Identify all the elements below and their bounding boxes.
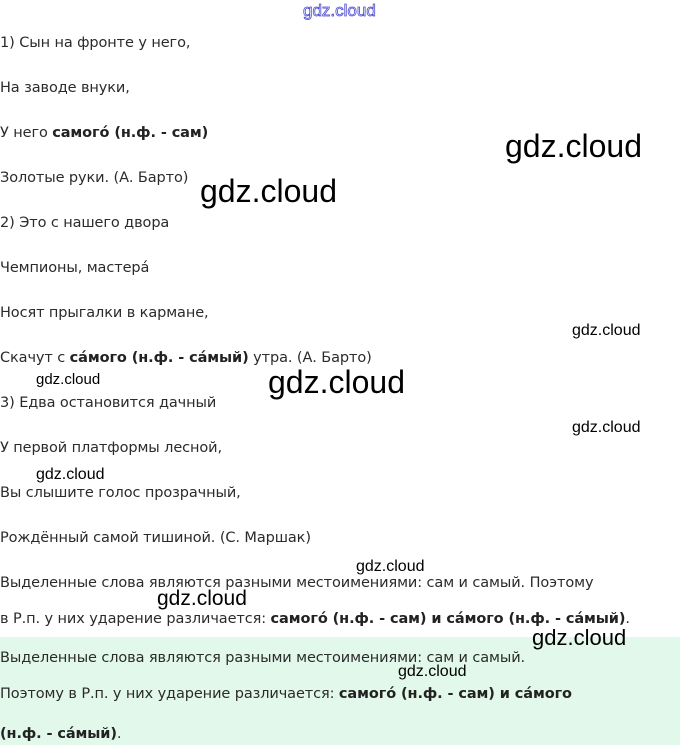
watermark: gdz.cloud xyxy=(398,663,467,680)
text-line: Золотые руки. (А. Барто) xyxy=(0,170,188,186)
watermark: gdz.cloud xyxy=(200,173,337,209)
answer-line: Выделенные слова являются разными местои… xyxy=(0,650,525,666)
text: Золотые руки. (А. Барто) xyxy=(0,170,189,186)
text: утра. (А. Барто) xyxy=(248,350,372,366)
text-line: Носят прыгалки в кармане, xyxy=(0,305,209,321)
bold-text: са́мого (н.ф. - са́мый) xyxy=(69,350,249,366)
text: Выделенные слова являются разными местои… xyxy=(0,650,526,666)
watermark: gdz.cloud xyxy=(572,419,641,436)
text: Вы слышите голос прозрачный, xyxy=(0,485,241,501)
watermark: gdz.cloud xyxy=(505,128,642,164)
watermark: gdz.cloud xyxy=(572,322,641,339)
watermark: gdz.cloud xyxy=(157,587,247,610)
text: Скачут с xyxy=(0,350,70,366)
text-line: Чемпионы, мастера́ xyxy=(0,260,149,276)
watermark: gdz.cloud xyxy=(36,371,101,388)
text: Чемпионы, мастера́ xyxy=(0,260,150,276)
watermark: gdz.cloud xyxy=(303,1,377,21)
text: 3) Едва остановится дачный xyxy=(0,395,217,411)
text: На заводе внуки, xyxy=(0,80,130,96)
text-line: Рождённый самой тишиной. (С. Маршак) xyxy=(0,530,311,546)
bold-text: (н.ф. - са́мый) xyxy=(0,726,117,742)
text: Носят прыгалки в кармане, xyxy=(0,305,209,321)
text: . xyxy=(625,611,630,627)
watermark: gdz.cloud xyxy=(268,364,405,400)
text-line: У него самого́ (н.ф. - сам) xyxy=(0,125,208,141)
text-line: Вы слышите голос прозрачный, xyxy=(0,485,241,501)
text: Рождённый самой тишиной. (С. Маршак) xyxy=(0,530,311,546)
text-line: Выделенные слова являются разными местои… xyxy=(0,575,594,591)
text-line: На заводе внуки, xyxy=(0,80,130,96)
answer-line: (н.ф. - са́мый). xyxy=(0,726,122,742)
text-line: Скачут с са́мого (н.ф. - са́мый) утра. (… xyxy=(0,350,372,366)
bold-text: самого́ (н.ф. - сам) и са́мого (н.ф. - с… xyxy=(270,611,626,627)
text-line: в Р.п. у них ударение различается: самог… xyxy=(0,611,630,627)
text: Поэтому в Р.п. у них ударение различаетс… xyxy=(0,686,339,702)
text-line: 1) Сын на фронте у него, xyxy=(0,35,190,51)
bold-text: самого́ (н.ф. - сам) xyxy=(52,125,209,141)
text: в Р.п. у них ударение различается: xyxy=(0,611,271,627)
text-line: У первой платформы лесной, xyxy=(0,440,222,456)
watermark: gdz.cloud xyxy=(356,558,425,575)
text: У него xyxy=(0,125,53,141)
text: 2) Это с нашего двора xyxy=(0,215,170,231)
text: Выделенные слова являются разными местои… xyxy=(0,575,594,591)
text-line: 2) Это с нашего двора xyxy=(0,215,169,231)
text: 1) Сын на фронте у него, xyxy=(0,35,191,51)
bold-text: самого́ (н.ф. - сам) и са́мого xyxy=(338,686,572,702)
text-line: 3) Едва остановится дачный xyxy=(0,395,216,411)
answer-line: Поэтому в Р.п. у них ударение различаетс… xyxy=(0,686,572,702)
answer-highlight xyxy=(0,637,680,745)
watermark: gdz.cloud xyxy=(36,466,105,483)
text: У первой платформы лесной, xyxy=(0,440,222,456)
text: . xyxy=(116,726,122,742)
watermark: gdz.cloud xyxy=(532,625,627,650)
